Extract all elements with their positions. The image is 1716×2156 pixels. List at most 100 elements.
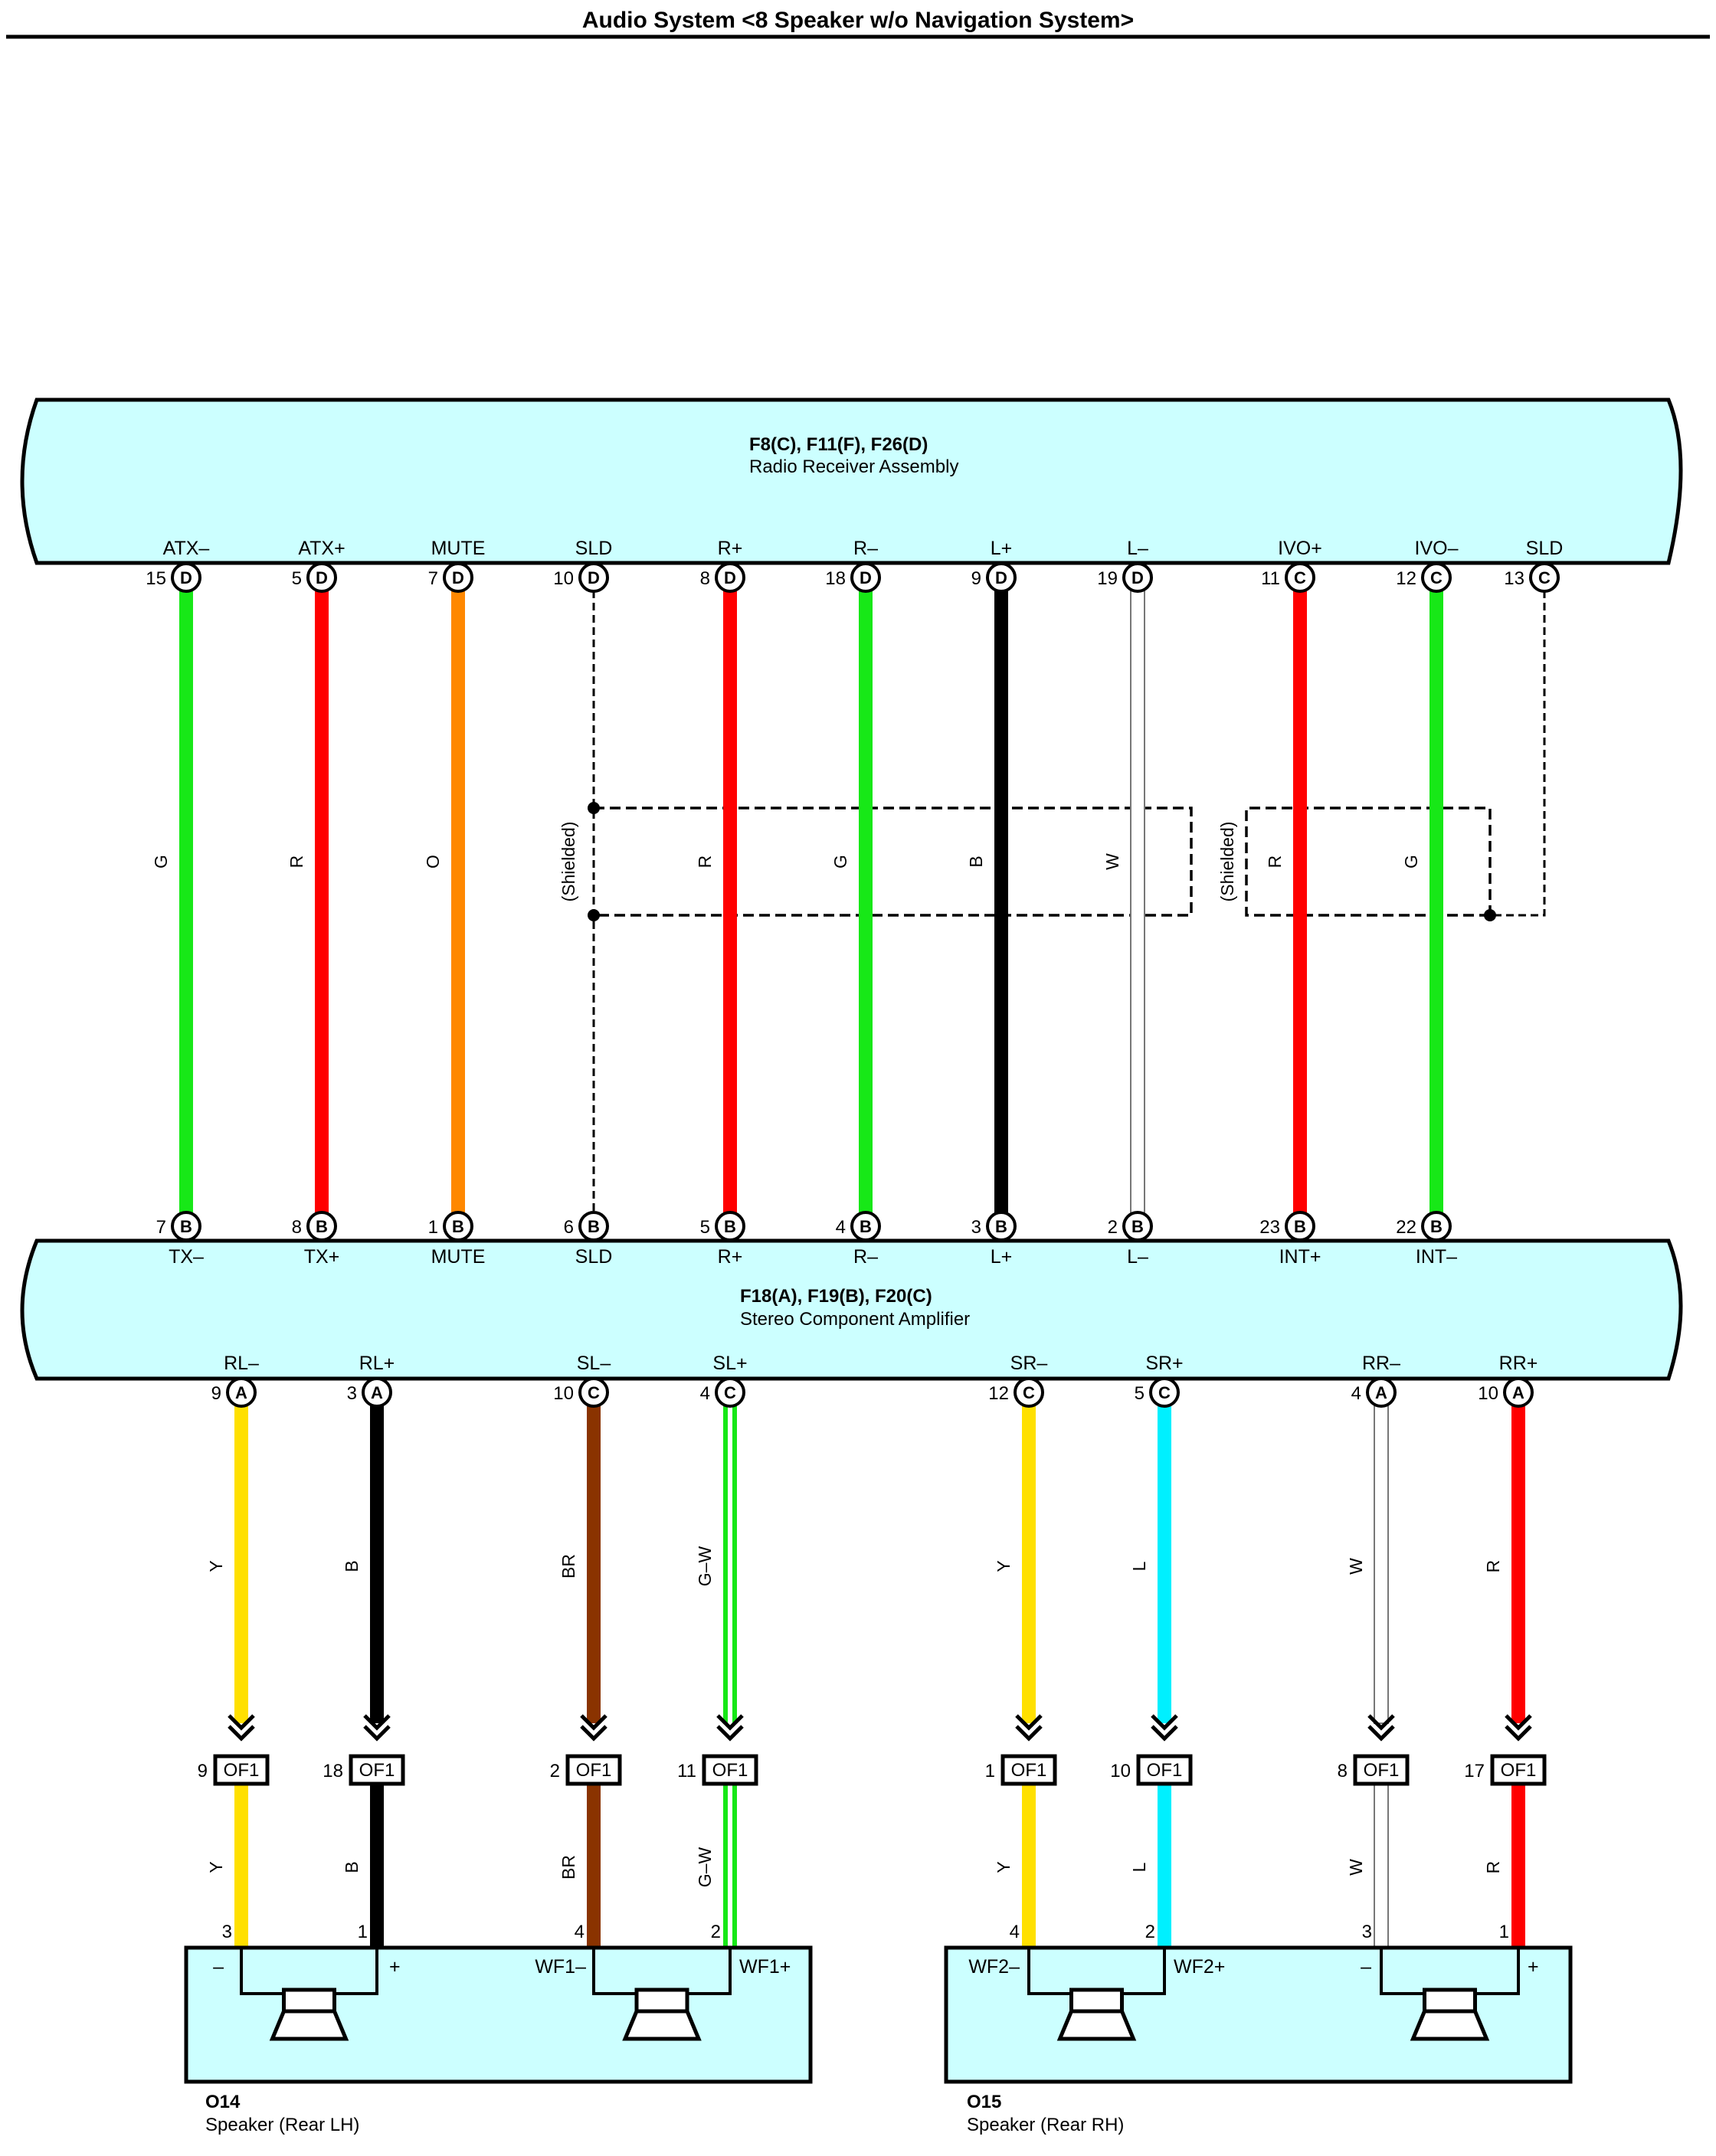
lower-wire-7-lower [1374,1784,1389,1948]
radio-7-pin-circle [986,562,1017,593]
upper-wire-5 [723,590,737,1213]
amp-bottom-6-signal-label: SR+ [1145,1353,1183,1374]
amp-bottom-6-pin-letter: C [1158,1383,1171,1402]
of1-connector-3-pin: 2 [550,1761,560,1781]
lower-wire-6-label-lower: L [1129,1862,1149,1872]
amp-bottom-2-signal-label: RL+ [359,1353,395,1374]
upper-wire-3-label: O [423,855,443,869]
speaker-lh-1-magnet [282,1988,336,2014]
of1-connector-3 [565,1754,622,1786]
amp-top-4-signal-label: SLD [575,1246,613,1268]
amp-top-1-pin-letter: B [180,1217,192,1236]
upper-wire-1-label: G [151,855,171,869]
upper-wire-6-label: G [830,855,850,869]
amp-bottom-8-pin-letter: A [1512,1383,1524,1402]
shield-box-int [1245,578,1546,921]
amp-bottom-8-signal-label: RR+ [1499,1353,1538,1374]
of1-connector-4-pin: 11 [677,1761,696,1781]
radio-8-signal-label: L– [1127,538,1148,559]
of1-connector-2-pin: 18 [323,1761,343,1781]
amp-top-9-signal-label: INT+ [1279,1246,1321,1268]
amp-top-1-pin-number: 7 [156,1217,166,1238]
upper-wire-2 [315,590,329,1213]
amp-top-3-pin-letter: B [452,1217,464,1236]
lower-wire-8-label-lower: R [1483,1861,1503,1874]
speaker-rh-2-magnet [1423,1988,1477,2014]
radio-9-signal-label: IVO+ [1278,538,1322,559]
amp-bottom-6-pin-circle [1149,1377,1180,1408]
lower-wire-6-label-upper: L [1129,1561,1149,1571]
radio-11-pin-letter: C [1538,568,1551,587]
amplifier-bottom-pin-group: A9RL–A3RL+C10SL–C4SL+C12SR–C5SR+A4RR–A10… [211,1353,1538,1408]
amp-bottom-7-signal-label: RR– [1362,1353,1400,1374]
amplifier-panel [20,1238,1683,1381]
amp-top-4-pin-letter: B [588,1217,600,1236]
amp-bottom-4-signal-label: SL+ [712,1353,747,1374]
amp-top-3-pin-circle [443,1211,473,1242]
amp-bottom-8-pin-circle [1503,1377,1534,1408]
upper-wire-1 [179,590,193,1213]
of1-connector-7-pin: 8 [1338,1761,1348,1781]
amp-bottom-7-pin-letter: A [1375,1383,1387,1402]
radio-name: Radio Receiver Assembly [749,456,958,477]
amp-bottom-5-pin-number: 12 [988,1383,1009,1404]
upper-wire-10-label: G [1401,855,1421,869]
of1-chevron-6a [1151,1714,1178,1731]
amp-top-7-pin-letter: B [995,1217,1007,1236]
amp-bottom-4-pin-number: 4 [700,1383,710,1404]
speaker-internals: –+WF1–WF1+WF2–WF2+–+ [213,1948,1539,2041]
upper-wire-8-label: W [1102,853,1122,870]
upper-wire-9-label: R [1265,856,1285,869]
of1-chevron-5a [1015,1714,1043,1731]
upper-wire-2-label: R [287,856,306,869]
amp-top-2-pin-number: 8 [292,1217,302,1238]
radio-8-pin-letter: D [1131,568,1144,587]
lower-wire-1-lower [234,1785,248,1948]
radio-5-signal-label: R+ [718,538,743,559]
amp-top-8-pin-number: 2 [1108,1217,1118,1238]
amp-top-10-pin-letter: B [1430,1217,1443,1236]
lower-wire-3-label-lower: BR [558,1855,578,1880]
radio-10-pin-circle [1421,562,1452,593]
lower-wire-3-lower [587,1785,601,1948]
upper-wire-9 [1293,590,1307,1213]
amp-bottom-6-pin-number: 5 [1135,1383,1145,1404]
of1-chevron-1b [228,1725,255,1742]
of1-connector-5-pin: 1 [985,1761,995,1781]
lower-wire-8-lower [1511,1785,1525,1948]
amp-bottom-7-pin-circle [1366,1377,1397,1408]
shield-box-audio [588,578,1193,1225]
radio-7-signal-label: L+ [991,538,1013,559]
amp-top-6-pin-letter: B [860,1217,872,1236]
amp-top-2-pin-letter: B [316,1217,328,1236]
lower-wire-4-lower-tracer [728,1785,732,1948]
of1-connector-2 [349,1754,405,1786]
of1-connector-6-label: OF1 [1147,1760,1183,1781]
speaker-pin-6: 2 [1145,1922,1155,1942]
radio-3-signal-label: MUTE [431,538,486,559]
speaker-pin-7: 3 [1362,1922,1372,1942]
radio-10-pin-number: 12 [1396,568,1416,589]
radio-4-pin-letter: D [588,568,600,587]
upper-wire-3 [451,590,465,1213]
radio-5-pin-circle [715,562,745,593]
amp-top-8-pin-circle [1122,1211,1153,1242]
of1-connector-3-label: OF1 [576,1760,612,1781]
radio-1-pin-circle [171,562,201,593]
upper-wire-4-label: (Shielded) [558,822,578,902]
radio-1-pin-number: 15 [146,568,166,589]
speaker-rh-1-magnet [1069,1988,1124,2014]
speaker-rh-terminal-1: WF2– [968,1956,1020,1978]
amp-top-4-pin-circle [578,1211,609,1242]
lower-wire-3-upper [587,1405,601,1723]
amp-top-10-pin-circle [1421,1211,1452,1242]
amp-bottom-2-pin-number: 3 [347,1383,357,1404]
radio-3-pin-number: 7 [428,568,438,589]
amp-bottom-2-pin-letter: A [371,1383,383,1402]
amp-bottom-1-signal-label: RL– [224,1353,259,1374]
amp-bottom-5-signal-label: SR– [1010,1353,1048,1374]
radio-5-pin-letter: D [724,568,736,587]
speaker-lh-code: O14 [205,2092,241,2112]
